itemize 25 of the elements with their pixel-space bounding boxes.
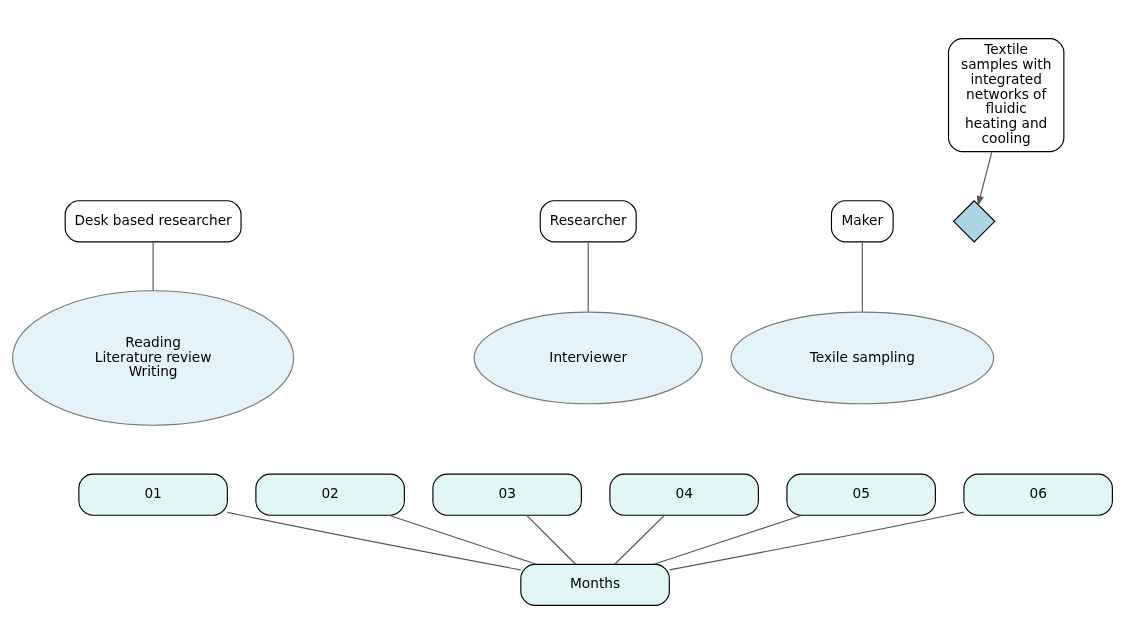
node-ellipse: Interviewer: [473, 311, 703, 405]
connector: [653, 514, 803, 565]
connector: [226, 511, 522, 571]
node-box: Desk based researcher: [64, 200, 242, 243]
node-box: 04: [609, 473, 759, 516]
node-box: Months: [520, 563, 670, 606]
node-box: 06: [963, 473, 1113, 516]
node-diamond: [952, 199, 996, 243]
connector: [587, 241, 589, 313]
node-box: 05: [786, 473, 936, 516]
node-box: Maker: [830, 200, 894, 243]
node-ellipse: Reading Literature review Writing: [12, 290, 295, 426]
node-box: 02: [255, 473, 405, 516]
node-box: Textile samples with integrated networks of fluidic heating and cooling: [947, 38, 1065, 153]
connector: [152, 241, 154, 292]
node-box: 01: [78, 473, 228, 516]
connector: [388, 514, 537, 565]
node-ellipse: Texile sampling: [730, 311, 995, 405]
arrow: [976, 151, 993, 207]
connector: [614, 514, 665, 565]
connector: [526, 514, 577, 565]
connector: [668, 511, 965, 571]
node-box: Researcher: [539, 200, 637, 243]
node-box: 03: [432, 473, 582, 516]
connector: [861, 241, 863, 313]
